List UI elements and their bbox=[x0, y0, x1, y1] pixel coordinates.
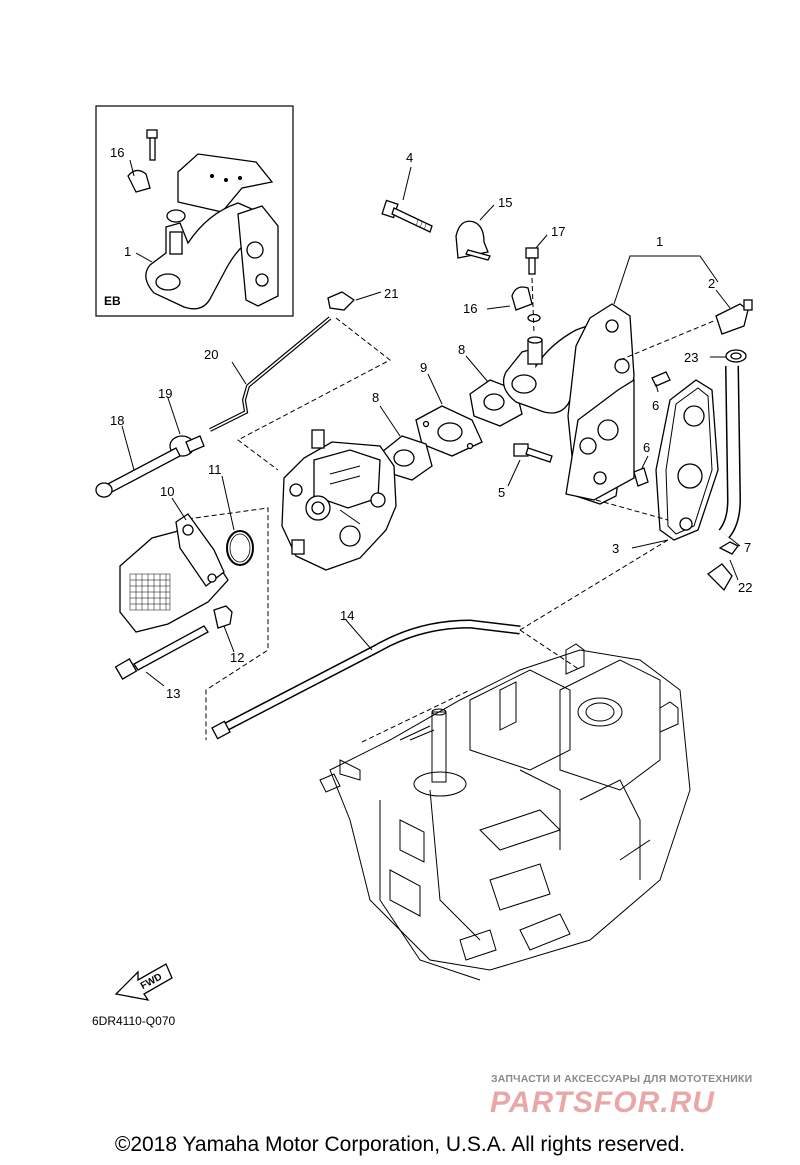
bolt-part-5: 5 bbox=[498, 443, 553, 500]
callout-8-lower: 8 bbox=[372, 390, 379, 405]
callout-6-upper: 6 bbox=[652, 398, 659, 413]
inset-bracket bbox=[177, 153, 274, 213]
carburetor bbox=[281, 429, 397, 571]
watermark-brand: PARTSFOR.RU bbox=[490, 1086, 715, 1119]
fwd-arrow: FWD bbox=[114, 963, 173, 1001]
callout-1-inset: 1 bbox=[124, 244, 131, 259]
callout-9: 9 bbox=[420, 360, 427, 375]
eb-inset: 16 1 EB bbox=[95, 105, 294, 317]
callout-1: 1 bbox=[656, 234, 663, 249]
callout-8-upper: 8 bbox=[458, 342, 465, 357]
callout-19: 19 bbox=[158, 386, 172, 401]
bolt-part-17: 17 bbox=[525, 224, 565, 275]
callout-14: 14 bbox=[340, 608, 354, 623]
choke-shaft-part-18: 18 bbox=[95, 413, 181, 498]
intake-manifold-part-1: 1 bbox=[502, 234, 719, 505]
inset-bolt bbox=[146, 129, 158, 161]
dowel-pin-part-6: 6 6 bbox=[633, 371, 671, 487]
silencer-part-10: 10 bbox=[119, 484, 229, 633]
callout-10: 10 bbox=[160, 484, 174, 499]
callout-13: 13 bbox=[166, 686, 180, 701]
clamp-part-16: 16 bbox=[463, 277, 541, 335]
callout-18: 18 bbox=[110, 413, 124, 428]
callout-5: 5 bbox=[498, 485, 505, 500]
watermark-tagline: ЗАПЧАСТИ И АКСЕССУАРЫ ДЛЯ МОТОТЕХНИКИ bbox=[491, 1073, 752, 1085]
callout-6-lower: 6 bbox=[643, 440, 650, 455]
clip-part-21: 21 bbox=[327, 286, 398, 311]
callout-16-inset: 16 bbox=[110, 145, 124, 160]
callout-22: 22 bbox=[738, 580, 752, 595]
callout-23: 23 bbox=[684, 350, 698, 365]
clamp-part-15: 15 bbox=[455, 195, 512, 261]
callout-7: 7 bbox=[744, 540, 751, 555]
callout-12: 12 bbox=[230, 650, 244, 665]
drawing-code: 6DR4110-Q070 bbox=[92, 1014, 175, 1028]
callout-21: 21 bbox=[384, 286, 398, 301]
inset-clamp bbox=[127, 169, 151, 193]
callout-11: 11 bbox=[208, 462, 222, 477]
collar-part-12: 12 bbox=[213, 605, 244, 665]
gasket-part-3: 3 bbox=[595, 379, 719, 556]
inset-manifold bbox=[145, 202, 253, 310]
callout-17: 17 bbox=[551, 224, 565, 239]
fitting-part-2: 2 bbox=[619, 276, 753, 361]
bolt-part-13: 13 bbox=[114, 625, 209, 701]
copyright: ©2018 Yamaha Motor Corporation, U.S.A. A… bbox=[115, 1133, 685, 1156]
seal-part-23: 23 bbox=[684, 349, 747, 365]
link-rod-part-20: 20 bbox=[204, 316, 391, 471]
inset-label: EB bbox=[104, 294, 121, 308]
engine-block bbox=[319, 643, 691, 981]
callout-2: 2 bbox=[708, 276, 715, 291]
hose-part-14: 14 bbox=[211, 539, 669, 740]
knob-part-19: 19 bbox=[158, 386, 205, 457]
clip-part-22: 22 bbox=[706, 541, 752, 595]
callout-20: 20 bbox=[204, 347, 218, 362]
o-ring-part-11: 11 bbox=[179, 462, 269, 740]
callout-15: 15 bbox=[498, 195, 512, 210]
gasket-part-8-lower: 8 bbox=[372, 390, 433, 481]
bolt-part-4: 4 bbox=[381, 150, 433, 233]
plate-part-9: 9 bbox=[415, 360, 483, 457]
callout-3: 3 bbox=[612, 541, 619, 556]
callout-16: 16 bbox=[463, 301, 477, 316]
callout-4: 4 bbox=[406, 150, 413, 165]
hose-part-7: 7 bbox=[718, 365, 751, 555]
